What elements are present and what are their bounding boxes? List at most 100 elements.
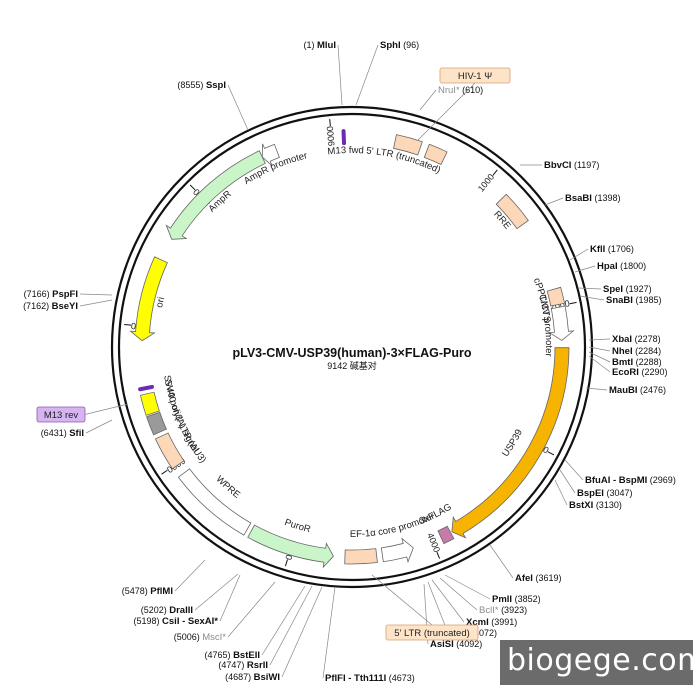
- site-label: (6431) SfiI: [41, 428, 84, 439]
- site-label: (1) MluI: [303, 40, 336, 51]
- feature-label: SV40 ori: [162, 379, 182, 417]
- site-leader: [577, 287, 602, 290]
- site-mlui: (1) MluI: [303, 40, 343, 106]
- site-leader: [588, 355, 611, 373]
- tick-mark: [124, 323, 132, 326]
- site-leader: [588, 346, 611, 352]
- feature-label: M13 fwd: [327, 145, 364, 158]
- site-pflfi-tth111i: PflFI - Tth111I (4673): [322, 586, 415, 684]
- feature-shape: [393, 134, 423, 156]
- site-leader: [85, 419, 113, 434]
- site-label: (4765) BstEII: [205, 650, 260, 661]
- feature-label: WPRE: [214, 474, 242, 501]
- tick-label: 9000: [325, 126, 337, 147]
- site-leader: [431, 579, 465, 623]
- site-label: AsiSI (4092): [430, 639, 482, 650]
- feature-ltr5b: [344, 548, 378, 565]
- callout-label: HIV-1 Ψ: [458, 71, 492, 82]
- site-leader: [355, 44, 379, 106]
- plasmid-backbone: [110, 105, 594, 589]
- site-leader: [569, 248, 589, 261]
- site-afei: AfeI (3619): [489, 544, 561, 584]
- callout-ltr5b: 5' LTR (truncated): [371, 574, 479, 641]
- site-leader: [322, 586, 336, 679]
- site-label: (5198) CsiI - SexAI*: [134, 616, 219, 627]
- site-label: (5006) MscI*: [174, 632, 227, 643]
- feature-shape: [423, 143, 448, 166]
- feature-label: PuroR: [283, 517, 312, 535]
- feature-shape: [548, 305, 575, 341]
- site-label: KflI (1706): [590, 244, 634, 255]
- site-leader: [227, 84, 249, 131]
- tick-mark: [436, 551, 441, 559]
- feature-m13fwd: M13 fwd: [327, 129, 364, 158]
- feature-shape: [451, 347, 570, 539]
- callout-label: M13 rev: [44, 410, 79, 421]
- site-label: BfuAI - BspMI (2969): [585, 475, 676, 486]
- site-bstxi: BstXI (3130): [554, 479, 622, 511]
- callout-box: [385, 624, 479, 641]
- callout-leader: [371, 574, 433, 626]
- tick-layer: 100020003000400050006000700080009000: [124, 119, 577, 567]
- feature-usp39: USP39: [451, 347, 570, 539]
- site-xcmi: XcmI (3991): [431, 579, 517, 628]
- site-label: NheI (2284): [612, 346, 661, 357]
- callout-leader: [417, 82, 476, 141]
- tick-mark: [189, 184, 196, 191]
- site-nhei: NheI (2284): [588, 346, 661, 357]
- site-bsiwi: (4687) BsiWI: [225, 586, 323, 683]
- site-leader: [588, 351, 611, 363]
- site-xbai: XbaI (2278): [588, 334, 661, 345]
- feature-rre: RRE: [491, 193, 529, 232]
- site-leader: [585, 387, 608, 391]
- watermark-text: biogege.com: [507, 643, 700, 678]
- site-pflmi: (5478) PflMI: [122, 559, 206, 597]
- feature-puror: PuroR: [247, 517, 334, 569]
- feature-shape: [495, 193, 529, 230]
- site-bsteii: (4765) BstEII: [205, 585, 306, 661]
- site-leader: [588, 338, 611, 341]
- site-label: (4687) BsiWI: [225, 672, 280, 683]
- feature-label: ori: [154, 296, 167, 309]
- site-label: HpaI (1800): [597, 261, 646, 272]
- tick-mark: [569, 301, 577, 305]
- site-leader: [261, 585, 306, 656]
- site-leader: [574, 265, 596, 273]
- site-leader: [544, 197, 564, 206]
- site-sspi: (8555) SspI: [177, 80, 249, 131]
- site-sphi: SphI (96): [355, 40, 419, 106]
- plasmid-name: pLV3-CMV-USP39(human)-3×FLAG-Puro: [232, 346, 471, 360]
- site-csii-sexai-: (5198) CsiI - SexAI*: [134, 574, 241, 627]
- site-label: XcmI (3991): [466, 617, 517, 628]
- site-label: XbaI (2278): [612, 334, 661, 345]
- site-label: BstXI (3130): [569, 500, 622, 511]
- site-bcli-: BclI* (3923): [439, 577, 527, 616]
- feature-ampr: AmpR: [165, 150, 266, 240]
- site-hpai: HpaI (1800): [574, 261, 646, 273]
- feature-ori: ori: [129, 256, 168, 342]
- site-bfuai-bspmi: BfuAI - BspMI (2969): [564, 459, 676, 486]
- site-label: PflFI - Tth111I (4673): [325, 673, 415, 684]
- site-bspei: BspEI (3047): [559, 469, 632, 499]
- feature-shape: [546, 286, 566, 307]
- site-nrui-: NruI* (610): [419, 85, 483, 111]
- site-leader: [219, 574, 241, 622]
- site-bsabi: BsaBI (1398): [544, 193, 620, 206]
- feature-label: EF-1α core promoter: [350, 511, 437, 540]
- tick-mark: [492, 169, 498, 176]
- site-label: NruI* (610): [438, 85, 483, 96]
- site-leader: [79, 293, 113, 296]
- site-label: MauBI (2476): [609, 385, 666, 396]
- feature-shape: [261, 143, 280, 167]
- feature-label: USP39: [500, 428, 525, 459]
- site-leader: [269, 585, 313, 666]
- site-leader: [174, 559, 206, 592]
- site-label: SpeI (1927): [603, 284, 652, 295]
- site-pmli: PmlI (3852): [444, 574, 541, 605]
- callout-leader: [84, 403, 129, 415]
- site-label: (4747) RsrII: [218, 660, 268, 671]
- watermark-box: [500, 640, 693, 685]
- site-bmti: BmtI (2288): [588, 351, 662, 368]
